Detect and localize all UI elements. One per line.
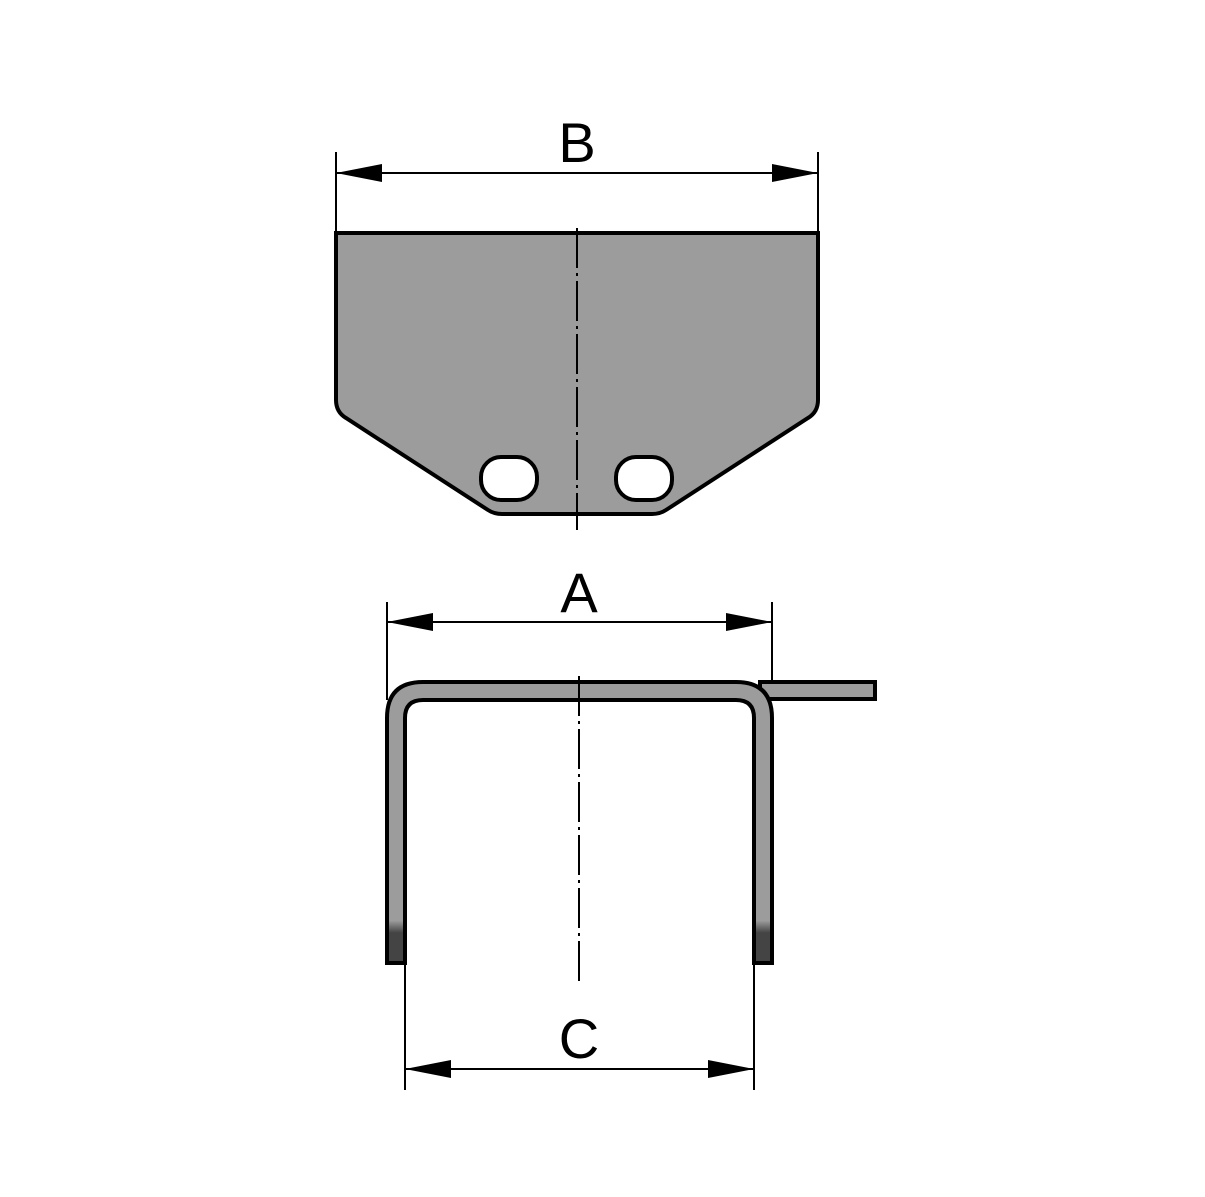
- slot-hole-right: [614, 455, 674, 502]
- front-view-u-profile: [385, 676, 877, 985]
- top-view-plate: [334, 228, 820, 530]
- arrow-right-icon: [772, 164, 818, 182]
- flange-tab: [758, 680, 877, 701]
- arrow-right-icon: [726, 613, 772, 631]
- arrow-left-icon: [405, 1060, 451, 1078]
- dimension-c: C: [404, 965, 755, 1090]
- dimension-label-b: B: [558, 111, 595, 174]
- dimension-label-a: A: [560, 561, 598, 624]
- dimension-label-c: C: [559, 1007, 599, 1070]
- slot-hole-left: [479, 455, 539, 502]
- arrow-right-icon: [708, 1060, 754, 1078]
- dimension-b: B: [335, 111, 819, 232]
- arrow-left-icon: [387, 613, 433, 631]
- arrow-left-icon: [336, 164, 382, 182]
